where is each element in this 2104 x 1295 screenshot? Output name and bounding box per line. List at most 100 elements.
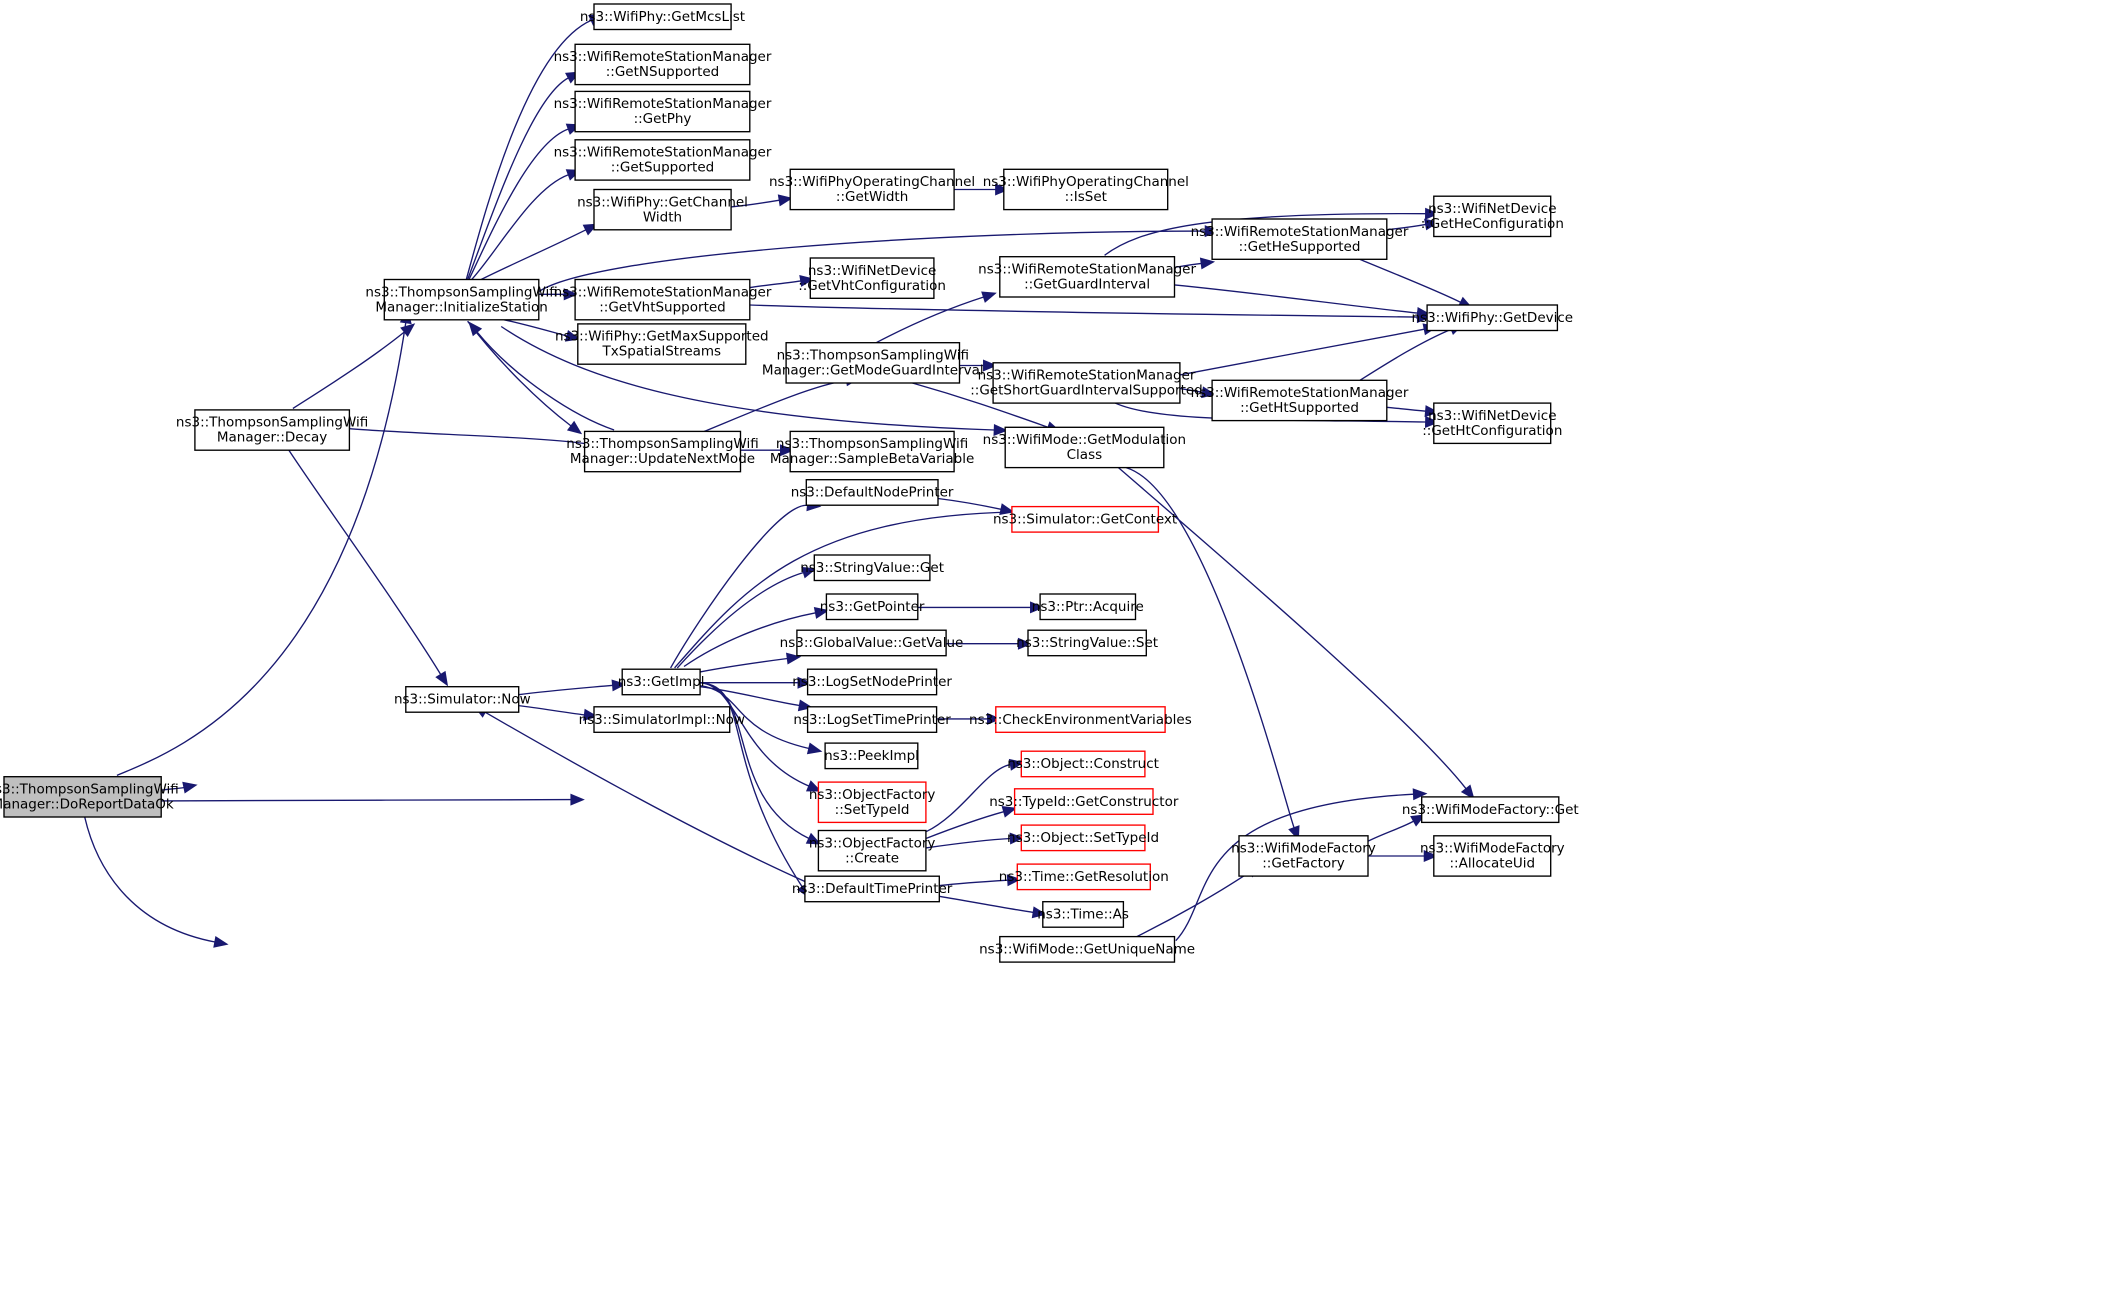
node-samplebeta[interactable]: ns3::ThompsonSamplingWifiManager::Sample…	[770, 430, 974, 473]
node-getsupported[interactable]: ns3::WifiRemoteStationManager::GetSuppor…	[554, 139, 772, 181]
node-getheconfig[interactable]: ns3::WifiNetDevice::GetHeConfiguration	[1421, 195, 1564, 238]
call-edge-getguardinterval-to-getheconfig	[1104, 207, 1440, 256]
node-label-line: ns3::WifiPhy::GetMcsList	[580, 9, 745, 25]
node-box	[1211, 218, 1388, 260]
node-label-line: ns3::PeekImpl	[824, 748, 919, 764]
node-doreport[interactable]: ns3::ThompsonSamplingWifiManager::DoRepo…	[0, 776, 179, 818]
node-objconstruct[interactable]: ns3::Object::Construct	[1007, 750, 1159, 778]
node-objsettypeid[interactable]: ns3::Object::SetTypeId	[1007, 824, 1159, 852]
call-edge-getsgisupported-to-gethtsupported	[1179, 386, 1217, 399]
node-gethtsupported[interactable]: ns3::WifiRemoteStationManager::GetHtSupp…	[1191, 379, 1409, 422]
node-wifimodefactorygetfactory[interactable]: ns3::WifiModeFactory::GetFactory	[1231, 835, 1376, 877]
node-label-line: ns3::WifiRemoteStationManager	[978, 368, 1196, 384]
node-defaulttimeprinter[interactable]: ns3::DefaultTimePrinter	[792, 875, 953, 903]
node-box	[621, 668, 701, 696]
call-edge-ofcreate-to-objconstruct	[925, 758, 1025, 833]
node-updatenextmode[interactable]: ns3::ThompsonSamplingWifiManager::Update…	[566, 430, 759, 473]
call-edge-simnow-to-simimplnow	[517, 704, 599, 721]
node-box	[817, 829, 927, 872]
node-peekimpl[interactable]: ns3::PeekImpl	[824, 742, 919, 770]
call-edge-getimpl-to-stringvalueget	[676, 566, 817, 669]
node-getvhtconfig[interactable]: ns3::WifiNetDevice::GetVhtConfiguration	[798, 257, 946, 299]
node-getsgisupported[interactable]: ns3::WifiRemoteStationManager::GetShortG…	[970, 362, 1203, 404]
node-defaultnodeprinter[interactable]: ns3::DefaultNodePrinter	[791, 479, 954, 506]
node-getmaxss[interactable]: ns3::WifiPhy::GetMaxSupportedTxSpatialSt…	[555, 323, 769, 365]
node-getguardinterval[interactable]: ns3::WifiRemoteStationManager::GetGuardI…	[978, 256, 1196, 298]
node-box	[593, 188, 732, 231]
node-label-line: ::GetShortGuardIntervalSupported	[970, 383, 1203, 399]
call-edge-defaultnodeprinter-to-simgetcontext	[937, 497, 1015, 516]
node-timegetres[interactable]: ns3::Time::GetResolution	[999, 863, 1169, 891]
arrowhead	[1416, 307, 1432, 320]
call-edge-doreport-to-decay	[161, 781, 198, 794]
arrowhead	[1199, 257, 1216, 270]
node-stringvalueget[interactable]: ns3::StringValue::Get	[800, 554, 944, 582]
call-edge-getpointer-to-ptracquire	[917, 601, 1045, 614]
call-edge-getmodulationclass-to-wifimodefactoryget	[1114, 464, 1475, 800]
arrowhead	[583, 708, 599, 721]
node-opchan_isset[interactable]: ns3::WifiPhyOperatingChannel::IsSet	[983, 168, 1189, 211]
call-edge-initstation-to-getmodulationclass	[500, 325, 1009, 436]
node-globalvaluegetvalue[interactable]: ns3::GlobalValue::GetValue	[780, 629, 964, 657]
node-getnsupported[interactable]: ns3::WifiRemoteStationManager::GetNSuppo…	[554, 43, 772, 86]
arrowhead	[566, 420, 583, 435]
node-getdevice[interactable]: ns3::WifiPhy::GetDevice	[1411, 304, 1573, 332]
node-gethesupported[interactable]: ns3::WifiRemoteStationManager::GetHeSupp…	[1191, 218, 1409, 260]
node-label-line: ns3::DefaultNodePrinter	[791, 485, 954, 501]
arrowhead	[987, 712, 1002, 725]
node-simnow[interactable]: ns3::Simulator::Now	[394, 686, 531, 713]
call-edge-gethtsupported-to-gethtconfig	[1385, 405, 1440, 418]
node-timeas[interactable]: ns3::Time::As	[1037, 901, 1129, 928]
call-edge-decay-to-simnow	[288, 449, 449, 687]
node-label-line: ::GetVhtSupported	[599, 299, 725, 315]
node-label-line: ns3::GetImpl	[618, 674, 705, 690]
call-edge-getguardinterval-to-getdevice	[1174, 284, 1432, 320]
node-getpointer[interactable]: ns3::GetPointer	[820, 593, 925, 621]
node-getimpl[interactable]: ns3::GetImpl	[618, 668, 705, 696]
node-wifimodefactoryget[interactable]: ns3::WifiModeFactory::Get	[1402, 796, 1579, 824]
node-allocateuid[interactable]: ns3::WifiModeFactory::AllocateUid	[1420, 835, 1565, 877]
node-getmcslist[interactable]: ns3::WifiPhy::GetMcsList	[580, 3, 745, 31]
arrowhead	[1425, 207, 1440, 220]
node-simimplnow[interactable]: ns3::SimulatorImpl::Now	[579, 706, 745, 733]
node-logsetnodeprinter[interactable]: ns3::LogSetNodePrinter	[792, 668, 952, 696]
node-gethtconfig[interactable]: ns3::WifiNetDevice::GetHtConfiguration	[1422, 402, 1562, 445]
node-box	[577, 323, 747, 365]
node-ptracquire[interactable]: ns3::Ptr::Acquire	[1032, 593, 1144, 621]
node-simgetcontext[interactable]: ns3::Simulator::GetContext	[993, 505, 1177, 533]
arrowhead	[1031, 906, 1047, 919]
arrowhead	[999, 503, 1015, 516]
arrowhead	[1006, 874, 1022, 887]
node-ofcreate[interactable]: ns3::ObjectFactory::Create	[809, 829, 936, 872]
call-edge-ofcreate-to-typeidgetctor	[925, 806, 1018, 840]
node-getphy[interactable]: ns3::WifiRemoteStationManager::GetPhy	[554, 90, 772, 133]
call-edge-wifimodefactorygetfactory-to-allocateuid	[1368, 849, 1439, 863]
node-stringvalueset[interactable]: ns3::StringValue::Set	[1016, 629, 1158, 657]
call-edge-initstation-to-gethesupported	[538, 225, 1220, 293]
call-edge-getimpl-to-globalvaluegetvalue	[699, 652, 802, 673]
arrowhead	[981, 291, 997, 303]
node-box	[804, 875, 940, 903]
node-ofsettypeid[interactable]: ns3::ObjectFactory::SetTypeId	[809, 781, 936, 824]
node-logsettimeprinter[interactable]: ns3::LogSetTimePrinter	[793, 706, 951, 733]
call-edge-getmodegi-to-getguardinterval	[875, 291, 997, 344]
arrowhead	[564, 329, 581, 342]
call-edge-globalvaluegetvalue-to-stringvalueset	[946, 637, 1033, 650]
node-label-line: ns3::ThompsonSamplingWifi	[365, 284, 557, 300]
node-box	[1013, 788, 1154, 815]
node-label-line: ::GetGuardInterval	[1024, 277, 1150, 293]
node-typeidgetctor[interactable]: ns3::TypeId::GetConstructor	[989, 788, 1179, 815]
node-checkenv[interactable]: ns3::CheckEnvironmentVariables	[969, 706, 1192, 733]
node-getuniquename[interactable]: ns3::WifiMode::GetUniqueName	[979, 935, 1195, 963]
node-box	[999, 935, 1176, 963]
node-opchan_getwidth[interactable]: ns3::WifiPhyOperatingChannel::GetWidth	[769, 168, 975, 211]
node-label-line: ns3::Ptr::Acquire	[1032, 599, 1144, 615]
call-edge-getmodegi-to-getsgisupported	[959, 359, 998, 372]
node-initstation[interactable]: ns3::ThompsonSamplingWifiManager::Initia…	[365, 278, 558, 321]
call-edge-doreport-to-updatenextmode	[161, 793, 585, 806]
node-getmodegi[interactable]: ns3::ThompsonSamplingWifiManager::GetMod…	[762, 342, 984, 384]
node-getvhtsupported[interactable]: ns3::WifiRemoteStationManager::GetVhtSup…	[554, 278, 772, 321]
